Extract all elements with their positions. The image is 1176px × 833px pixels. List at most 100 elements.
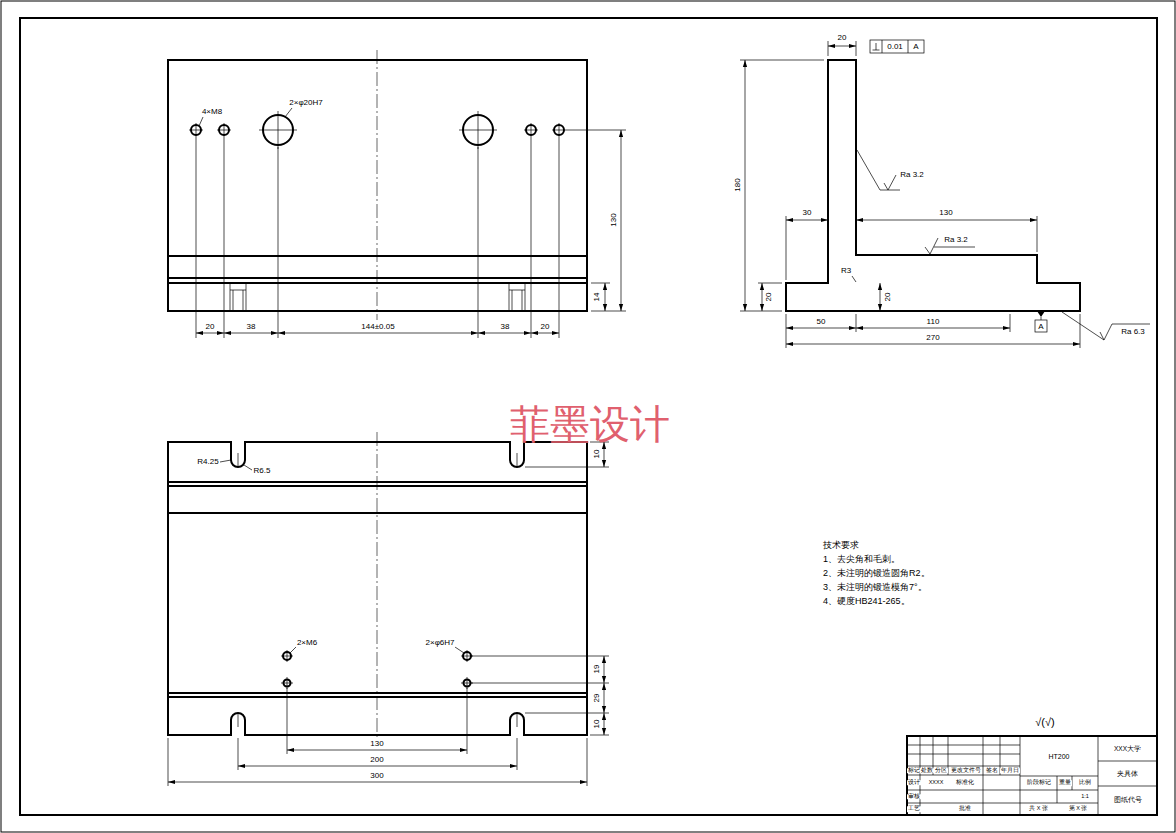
bottom-view-dimensions [168, 442, 609, 786]
front-view-dimensions-line [566, 130, 626, 311]
bottom-view-line [231, 442, 524, 735]
side-view-dimensions-line [1035, 320, 1047, 332]
side-view-dimensions-line [786, 216, 1037, 280]
bottom-view-line [168, 482, 587, 697]
note-line: 2、未注明的锻造圆角R2。 [822, 569, 931, 578]
side-view-dimensions-line [828, 41, 856, 56]
bottom-view-dimensions-line [604, 683, 605, 713]
dimension-text: 20 [205, 323, 216, 331]
title-block-line [907, 736, 1157, 815]
side-view-dimensions-line [828, 46, 856, 47]
title-cell: 年月日 [1000, 768, 1020, 774]
title-block [907, 736, 1157, 815]
title-cell: 标记 [907, 768, 921, 774]
title-cell: 阶段标记 [1026, 780, 1052, 786]
title-cell: XXXX [928, 780, 945, 786]
title-cell: 更改文件号 [950, 768, 982, 774]
tolerance-value: 0.01 [886, 43, 904, 51]
front-view-line [168, 60, 587, 311]
title-cell: 标准化 [955, 780, 975, 786]
roughness-text: Ra 3.2 [899, 171, 925, 179]
dimension-text: 180 [734, 177, 742, 192]
side-view-dimensions-line [786, 314, 1080, 348]
dimension-text: 130 [610, 212, 618, 227]
side-view-dimensions-line [786, 220, 828, 221]
side-view-dimensions-line [786, 328, 856, 329]
callout-text: 2×φ20H7 [288, 99, 323, 107]
front-view [168, 50, 587, 320]
title-cell: 签名 [985, 768, 999, 774]
roughness-text: Ra 3.2 [943, 236, 969, 244]
side-view-dimensions-line [856, 220, 1037, 221]
front-view-dimensions-line [531, 333, 559, 334]
bottom-view-line [168, 442, 587, 735]
dimension-text: 10 [593, 449, 601, 460]
dimension-text: 130 [938, 209, 953, 217]
title-cell: 设计 [907, 780, 921, 786]
bottom-view-line [238, 453, 517, 727]
watermark: 菲墨设计 [510, 405, 670, 445]
note-line: 1、去尖角和毛刺。 [822, 555, 901, 564]
callout-text: 4×M8 [201, 108, 223, 116]
front-view-dimensions-line [278, 333, 478, 334]
front-view-dimensions [196, 108, 626, 338]
datum-letter: A [1037, 323, 1044, 331]
bottom-view-dimensions-line [168, 782, 587, 783]
bottom-view-dimensions-line [604, 656, 605, 683]
title-cell: HT200 [1047, 753, 1070, 760]
callout-text: 2×M6 [296, 639, 318, 647]
dimension-text: 130 [369, 740, 384, 748]
title-cell: 夹具体 [1116, 770, 1139, 777]
front-view-line [168, 256, 587, 283]
bottom-view-dimensions-line [471, 442, 609, 735]
callout-text: R6.5 [253, 467, 272, 475]
title-cell: 第 X 张 [1068, 806, 1089, 812]
title-cell: 比例 [1078, 780, 1092, 786]
roughness-general: √(√) [1034, 717, 1055, 728]
front-view-dimensions-line [605, 283, 606, 311]
side-view-dimensions-line [762, 283, 763, 311]
title-cell: 图纸代号 [1113, 797, 1143, 804]
dimension-text: 38 [246, 323, 257, 331]
bottom-view-dimensions-line [604, 442, 605, 467]
title-cell: 共 X 张 [1028, 806, 1049, 812]
bottom-view-line [377, 432, 378, 738]
side-view-dimensions-line [758, 283, 782, 284]
dimension-text: 50 [816, 318, 827, 326]
front-view-dimensions-line [478, 333, 531, 334]
dimension-text: 270 [925, 334, 940, 342]
roughness-text: Ra 6.3 [1120, 328, 1146, 336]
side-view-dimensions-line [1062, 312, 1150, 340]
side-view-dimensions-line [857, 150, 900, 190]
bottom-view-dimensions-line [287, 750, 467, 751]
dimension-text: 110 [926, 318, 941, 326]
dimension-text: 29 [593, 693, 601, 704]
note-line: 4、硬度HB241-265。 [822, 597, 911, 606]
bottom-view-dimensions-line [238, 766, 517, 767]
dimension-text: 20 [837, 34, 848, 42]
dimension-text: 20 [765, 292, 773, 303]
callout-text: R3 [840, 267, 852, 275]
title-cell: 审核 [907, 794, 921, 800]
front-view-line [230, 283, 525, 311]
side-view-dimensions-line [745, 60, 746, 311]
title-cell: 批准 [958, 806, 972, 812]
title-block-line [907, 736, 1157, 815]
note-line: 3、未注明的锻造模角7°。 [822, 583, 928, 592]
title-cell: 1:1 [1080, 794, 1090, 800]
title-cell: 工艺 [907, 806, 921, 812]
side-view-dimensions-line [852, 276, 856, 282]
front-view-line [189, 111, 566, 149]
side-view-dimensions-line [856, 328, 1010, 329]
bottom-view-dimensions-line [168, 688, 587, 786]
side-view-dimensions-line [740, 60, 824, 311]
side-view [786, 60, 1080, 311]
side-view-line [786, 60, 1080, 311]
dimension-text: 38 [500, 323, 511, 331]
datum-letter: A [912, 43, 919, 51]
dimension-text: 10 [593, 719, 601, 730]
dimension-text: 20 [540, 323, 551, 331]
